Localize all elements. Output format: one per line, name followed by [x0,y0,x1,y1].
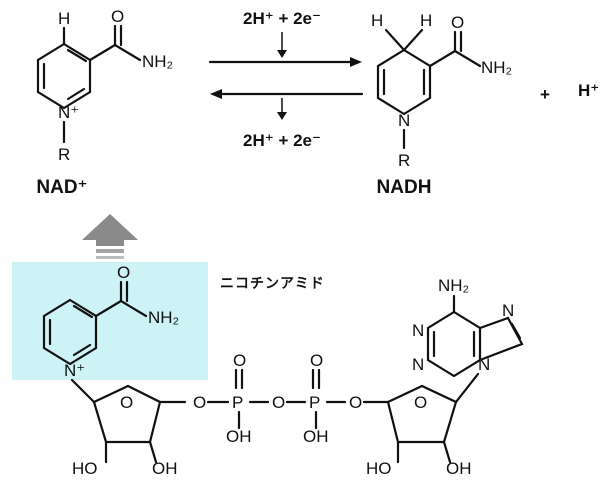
nadh-label: NADH [377,177,432,198]
nad-nh2: NH₂ [142,52,173,71]
ribose-right-oh: OH [446,459,472,478]
adenine-n-9: N [478,355,490,374]
nad-label: NAD⁺ [36,177,87,198]
ribose-left-oh: OH [152,459,178,478]
nicotinamide-nh2: NH₂ [148,308,179,327]
phosphorus-1: P [232,393,243,412]
nadh-n-atom: N [398,111,410,130]
nadh-nh2: NH₂ [481,58,512,77]
nad-h-atom: H [58,9,70,28]
nicotinamide-label: ニコチンアミド [220,275,325,291]
nad-n-plus: N⁺ [58,103,79,122]
adenine-n-7: N [502,301,514,320]
upward-arrow [82,214,138,259]
adenine-n-1: N [412,321,424,340]
electrons-top: 2H⁺ + 2e⁻ [243,9,321,28]
phosphate-o-2: O [272,393,285,412]
nicotinamide-o-atom: O [117,263,130,282]
electrons-bottom: 2H⁺ + 2e⁻ [243,131,321,150]
adenine-nh2: NH₂ [438,276,469,295]
proton: H⁺ [578,81,599,100]
plus-sign: + [540,85,550,104]
nadh-r-group: R [398,151,410,170]
nad-o-atom: O [111,7,124,26]
ribose-right-ho: HO [366,459,392,478]
nad-r-group: R [58,145,70,164]
phosphorus-2: P [309,393,320,412]
phosphate-oh-1: OH [226,427,252,446]
nadh-o-atom: O [451,13,464,32]
nad-full-structure: O NH₂ N⁺ O HO OH O P O OH O P O OH O [42,263,524,478]
nadh-h-atom-left: H [371,11,383,30]
ribose-left-o: O [120,393,133,412]
redox-arrows: 2H⁺ + 2e⁻ 2H⁺ + 2e⁻ [208,9,364,150]
adenine-n-3: N [412,355,424,374]
nadh-structure: H H O NH₂ N R NADH [371,11,512,198]
phosphate-oh-2: OH [303,427,329,446]
ribose-left-ho: HO [72,459,98,478]
nicotinamide-n-plus: N⁺ [64,361,85,380]
nad-plus-structure: H O NH₂ N⁺ R NAD⁺ [36,7,173,198]
phosphate-o-1: O [193,393,206,412]
phosphate-o-top-2: O [310,351,323,370]
nadh-h-atom-right: H [420,11,432,30]
phosphate-o-3: O [349,393,362,412]
ribose-right-o: O [414,393,427,412]
phosphate-o-top-1: O [233,351,246,370]
